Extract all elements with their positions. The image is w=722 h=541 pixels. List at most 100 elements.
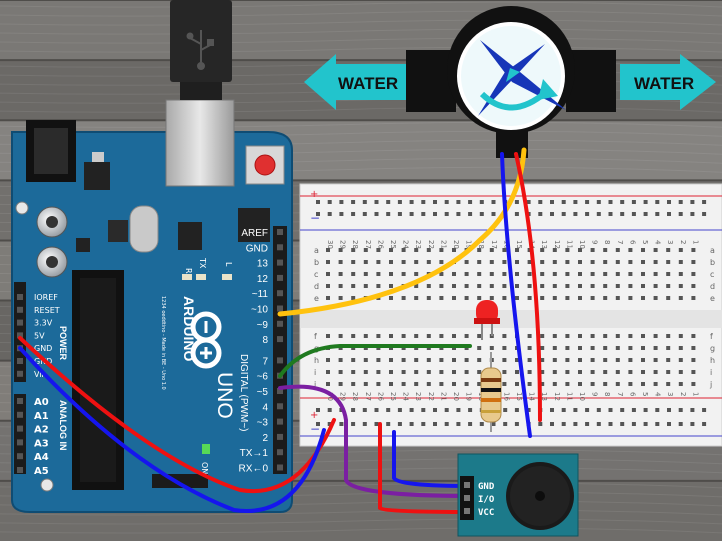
row-letter: i bbox=[314, 368, 316, 377]
flow-direction-arrows: WATER WATER bbox=[304, 54, 716, 110]
row-letter: d bbox=[314, 282, 319, 291]
water-label-left: WATER bbox=[338, 74, 398, 93]
digital-pin-label: ~10 bbox=[251, 305, 268, 316]
power-pin-label: RESET bbox=[34, 306, 60, 315]
column-number: 12 bbox=[553, 240, 561, 249]
analog-pin-label: A0 bbox=[34, 397, 49, 408]
digital-pin-label: ~6 bbox=[257, 372, 269, 383]
column-number: 8 bbox=[603, 240, 611, 244]
digital-header: DIGITAL (PWM~) bbox=[238, 354, 249, 432]
header-socket bbox=[277, 418, 283, 425]
column-number: 8 bbox=[603, 392, 611, 396]
column-number: 28 bbox=[351, 240, 359, 249]
row-letter: b bbox=[314, 258, 319, 267]
board-fine-print: 1234 oeddtino - Made in BE - Uno 1.0 bbox=[160, 296, 166, 390]
column-number: 10 bbox=[578, 392, 586, 401]
column-number: 22 bbox=[427, 392, 435, 401]
column-number: 24 bbox=[402, 240, 410, 249]
header-socket bbox=[277, 388, 283, 394]
column-number: 20 bbox=[452, 240, 460, 249]
column-number: 5 bbox=[641, 240, 649, 244]
row-letter: e bbox=[314, 294, 319, 303]
column-number: 23 bbox=[414, 240, 422, 249]
wire-blue-sensor-gnd bbox=[500, 152, 532, 438]
column-number: 1 bbox=[691, 240, 699, 244]
digital-pin-label: GND bbox=[246, 243, 268, 254]
column-number: 10 bbox=[578, 240, 586, 249]
header-socket bbox=[277, 433, 283, 440]
column-number: 28 bbox=[351, 392, 359, 401]
column-number: 6 bbox=[628, 392, 636, 397]
red-led bbox=[474, 300, 500, 340]
power-pin-label: GND bbox=[34, 344, 52, 353]
column-number: 11 bbox=[565, 392, 573, 401]
digital-pin-label: ~5 bbox=[257, 387, 269, 398]
wire-yellow-signal bbox=[277, 147, 527, 317]
tx-label: TX bbox=[198, 257, 207, 269]
digital-pin-label: 7 bbox=[262, 356, 268, 367]
column-number: 26 bbox=[376, 392, 384, 401]
buzzer-pin-label: VCC bbox=[478, 508, 494, 518]
digital-header-strip bbox=[273, 226, 287, 474]
header-socket bbox=[277, 229, 283, 235]
column-number: 29 bbox=[339, 240, 347, 249]
column-number: 22 bbox=[427, 240, 435, 249]
column-number: 26 bbox=[376, 240, 384, 249]
flow-rotor-icon bbox=[478, 40, 566, 116]
column-number: 14 bbox=[528, 392, 536, 401]
arduino-uno-board: RX TX L ARDUINO UNO 1234 oeddtino - Made… bbox=[11, 0, 293, 513]
header-socket bbox=[277, 449, 283, 456]
column-number: 3 bbox=[666, 240, 674, 244]
column-number: 27 bbox=[364, 240, 372, 249]
column-number: 15 bbox=[515, 392, 523, 401]
row-letter: f bbox=[314, 332, 317, 341]
column-number: 2 bbox=[679, 240, 687, 244]
water-label-right: WATER bbox=[634, 74, 694, 93]
column-number: 3 bbox=[666, 392, 674, 396]
column-number: 25 bbox=[389, 240, 397, 249]
column-number: 24 bbox=[402, 392, 410, 401]
row-letter: f bbox=[710, 332, 713, 341]
digital-pin-label: ~9 bbox=[257, 320, 269, 331]
row-letter: g bbox=[710, 344, 715, 353]
row-letter: i bbox=[710, 368, 712, 377]
analog-pin-label: A1 bbox=[34, 411, 49, 422]
column-number: 29 bbox=[339, 392, 347, 401]
column-number: 5 bbox=[641, 392, 649, 396]
column-number: 9 bbox=[591, 392, 599, 396]
digital-pin-label: 4 bbox=[262, 402, 268, 413]
digital-pin-label: ~11 bbox=[252, 289, 269, 300]
column-number: 21 bbox=[439, 240, 447, 249]
column-number: 12 bbox=[553, 392, 561, 401]
digital-pin-label: RX←0 bbox=[239, 464, 269, 475]
wire-blue-buzzer-gnd bbox=[392, 430, 474, 488]
digital-pin-label: 8 bbox=[262, 335, 268, 346]
column-number: 6 bbox=[628, 240, 636, 245]
row-letter: a bbox=[710, 246, 715, 255]
wire-red-sensor-vcc bbox=[514, 152, 542, 422]
left-arrow-icon bbox=[304, 54, 406, 110]
analog-header: ANALOG IN bbox=[58, 400, 68, 451]
usb-icon bbox=[186, 30, 214, 70]
wire-purple-buzzer bbox=[278, 384, 474, 498]
on-label: ON bbox=[200, 462, 209, 474]
column-number: 19 bbox=[465, 392, 473, 401]
power-pin-label: 3.3V bbox=[34, 319, 53, 328]
row-letter: c bbox=[314, 270, 318, 279]
header-socket bbox=[277, 290, 283, 297]
column-number: 18 bbox=[477, 240, 485, 249]
row-letter: e bbox=[710, 294, 715, 303]
column-number: 11 bbox=[565, 240, 573, 249]
wire-red-buzzer-vcc bbox=[378, 422, 474, 514]
header-socket bbox=[277, 305, 283, 312]
column-number: 16 bbox=[502, 392, 510, 401]
header-socket bbox=[277, 274, 283, 281]
analog-pin-label: A2 bbox=[34, 425, 49, 436]
column-number: 13 bbox=[540, 240, 548, 249]
arduino-infinity-logo-icon bbox=[190, 311, 222, 369]
rail-plus-bottom: + bbox=[310, 410, 318, 421]
digital-pin-label: ~3 bbox=[257, 418, 269, 429]
buzzer-pin-label: GND bbox=[478, 482, 495, 492]
